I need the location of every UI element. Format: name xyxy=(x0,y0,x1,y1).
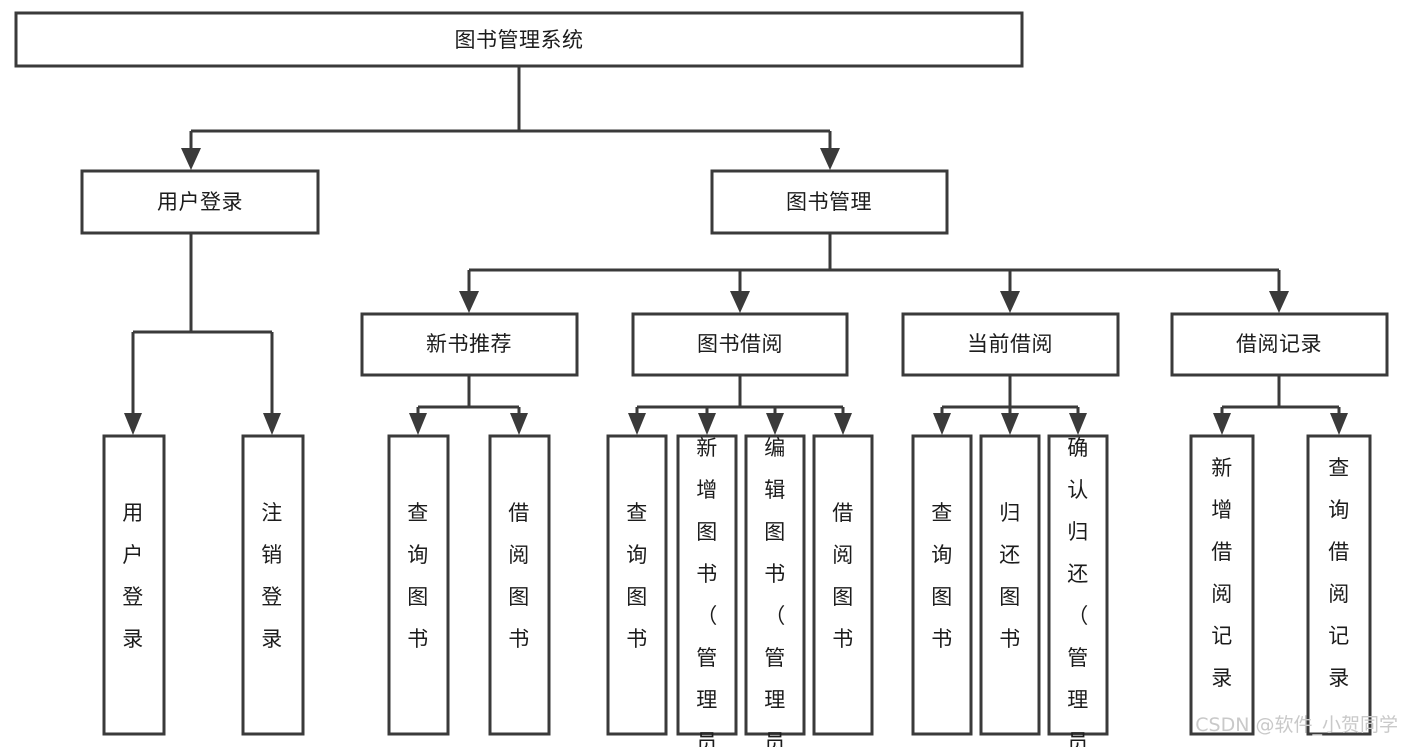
connector-group-root xyxy=(181,66,840,170)
arrow-head-leaf-query-book-3 xyxy=(933,413,951,435)
node-leaf-query-book-1[interactable]: 查询图书 xyxy=(387,434,450,736)
node-new-book-recommend[interactable]: 新书推荐 xyxy=(360,312,579,377)
node-leaf-user-login-label: 用户登录 xyxy=(122,501,144,651)
node-book-management[interactable]: 图书管理 xyxy=(710,169,949,235)
node-leaf-add-record[interactable]: 新增借阅记录 xyxy=(1189,434,1255,736)
node-leaf-query-book-3-label: 查询图书 xyxy=(931,501,953,651)
node-leaf-confirm-return-box[interactable] xyxy=(1047,434,1109,736)
node-leaf-logout-login-label: 注销登录 xyxy=(261,501,283,651)
node-book-borrow-box[interactable] xyxy=(631,312,849,377)
node-leaf-query-book-2-box[interactable] xyxy=(606,434,668,736)
node-root-label: 图书管理系统 xyxy=(455,28,584,52)
node-book-borrow[interactable]: 图书借阅 xyxy=(631,312,849,377)
arrow-head-leaf-query-record xyxy=(1330,413,1348,435)
node-leaf-confirm-return[interactable]: 确认归还（管理员） xyxy=(1047,434,1109,747)
arrow-head-leaf-add-book xyxy=(698,413,716,435)
connector-group-user-login xyxy=(124,233,281,435)
arrow-head-user-login xyxy=(181,148,201,170)
connector-group-new-book-recommend xyxy=(409,375,528,435)
node-root-box[interactable] xyxy=(14,11,1024,68)
node-leaf-user-login[interactable]: 用户登录 xyxy=(102,434,166,736)
node-leaf-logout-login[interactable]: 注销登录 xyxy=(241,434,305,736)
node-root[interactable]: 图书管理系统 xyxy=(14,11,1024,68)
arrow-head-leaf-edit-book xyxy=(766,413,784,435)
node-current-borrow[interactable]: 当前借阅 xyxy=(901,312,1120,377)
arrow-head-current-borrow xyxy=(1000,291,1020,313)
arrow-head-leaf-add-record xyxy=(1213,413,1231,435)
arrow-head-book-management xyxy=(820,148,840,170)
node-leaf-confirm-return-label: 确认归还（管理员） xyxy=(1067,436,1089,747)
arrow-head-leaf-borrow-book-1 xyxy=(510,413,528,435)
node-leaf-query-record-box[interactable] xyxy=(1306,434,1372,736)
node-leaf-add-record-box[interactable] xyxy=(1189,434,1255,736)
arrow-head-leaf-query-book-1 xyxy=(409,413,427,435)
node-book-borrow-label: 图书借阅 xyxy=(697,332,783,356)
node-leaf-query-book-2-label: 查询图书 xyxy=(626,501,648,651)
node-leaf-logout-login-box[interactable] xyxy=(241,434,305,736)
arrow-head-leaf-query-book-2 xyxy=(628,413,646,435)
arrow-head-book-borrow xyxy=(730,291,750,313)
arrow-head-borrow-record xyxy=(1269,291,1289,313)
connector-group-book-borrow xyxy=(628,375,852,435)
node-new-book-recommend-box[interactable] xyxy=(360,312,579,377)
node-borrow-record[interactable]: 借阅记录 xyxy=(1170,312,1389,377)
arrow-head-new-book-recommend xyxy=(459,291,479,313)
node-leaf-query-book-3[interactable]: 查询图书 xyxy=(911,434,973,736)
node-leaf-borrow-book-1-box[interactable] xyxy=(488,434,551,736)
node-borrow-record-box[interactable] xyxy=(1170,312,1389,377)
node-leaf-add-book-label: 新增图书（管理员） xyxy=(696,436,718,747)
node-leaf-borrow-book-1[interactable]: 借阅图书 xyxy=(488,434,551,736)
node-leaf-query-record[interactable]: 查询借阅记录 xyxy=(1306,434,1372,736)
node-book-management-label: 图书管理 xyxy=(786,190,872,214)
node-leaf-borrow-book-2-box[interactable] xyxy=(812,434,874,736)
arrow-head-leaf-user-login xyxy=(124,413,142,435)
node-leaf-add-book-box[interactable] xyxy=(676,434,738,736)
arrow-head-leaf-confirm-return xyxy=(1069,413,1087,435)
node-leaf-edit-book-label: 编辑图书（管理员） xyxy=(764,436,786,747)
node-user-login-label: 用户登录 xyxy=(157,190,243,214)
node-book-management-box[interactable] xyxy=(710,169,949,235)
arrow-head-leaf-return-book xyxy=(1001,413,1019,435)
node-user-login[interactable]: 用户登录 xyxy=(80,169,320,235)
node-borrow-record-label: 借阅记录 xyxy=(1236,332,1322,356)
arrow-head-leaf-borrow-book-2 xyxy=(834,413,852,435)
node-leaf-return-book[interactable]: 归还图书 xyxy=(979,434,1041,736)
connector-group-current-borrow xyxy=(933,375,1087,435)
node-leaf-edit-book[interactable]: 编辑图书（管理员） xyxy=(744,434,806,747)
node-leaf-add-book[interactable]: 新增图书（管理员） xyxy=(676,434,738,747)
node-leaf-user-login-box[interactable] xyxy=(102,434,166,736)
node-leaf-borrow-book-2-label: 借阅图书 xyxy=(832,501,854,651)
node-leaf-return-book-box[interactable] xyxy=(979,434,1041,736)
node-leaf-query-book-1-box[interactable] xyxy=(387,434,450,736)
connector-group-borrow-record xyxy=(1213,375,1348,435)
node-current-borrow-label: 当前借阅 xyxy=(967,332,1053,356)
connector-group-book-management xyxy=(459,233,1289,313)
node-leaf-add-record-label: 新增借阅记录 xyxy=(1211,456,1233,690)
csdn-watermark: CSDN @软件_小贺同学 xyxy=(1195,714,1398,736)
node-new-book-recommend-label: 新书推荐 xyxy=(426,332,512,356)
node-leaf-query-book-1-label: 查询图书 xyxy=(407,501,429,651)
node-leaf-query-book-2[interactable]: 查询图书 xyxy=(606,434,668,736)
node-leaf-edit-book-box[interactable] xyxy=(744,434,806,736)
node-user-login-box[interactable] xyxy=(80,169,320,235)
node-leaf-borrow-book-1-label: 借阅图书 xyxy=(508,501,530,651)
node-leaf-query-record-label: 查询借阅记录 xyxy=(1328,456,1350,690)
node-leaf-borrow-book-2[interactable]: 借阅图书 xyxy=(812,434,874,736)
node-leaf-query-book-3-box[interactable] xyxy=(911,434,973,736)
arrow-head-leaf-logout-login xyxy=(263,413,281,435)
node-leaf-return-book-label: 归还图书 xyxy=(999,501,1021,651)
node-current-borrow-box[interactable] xyxy=(901,312,1120,377)
